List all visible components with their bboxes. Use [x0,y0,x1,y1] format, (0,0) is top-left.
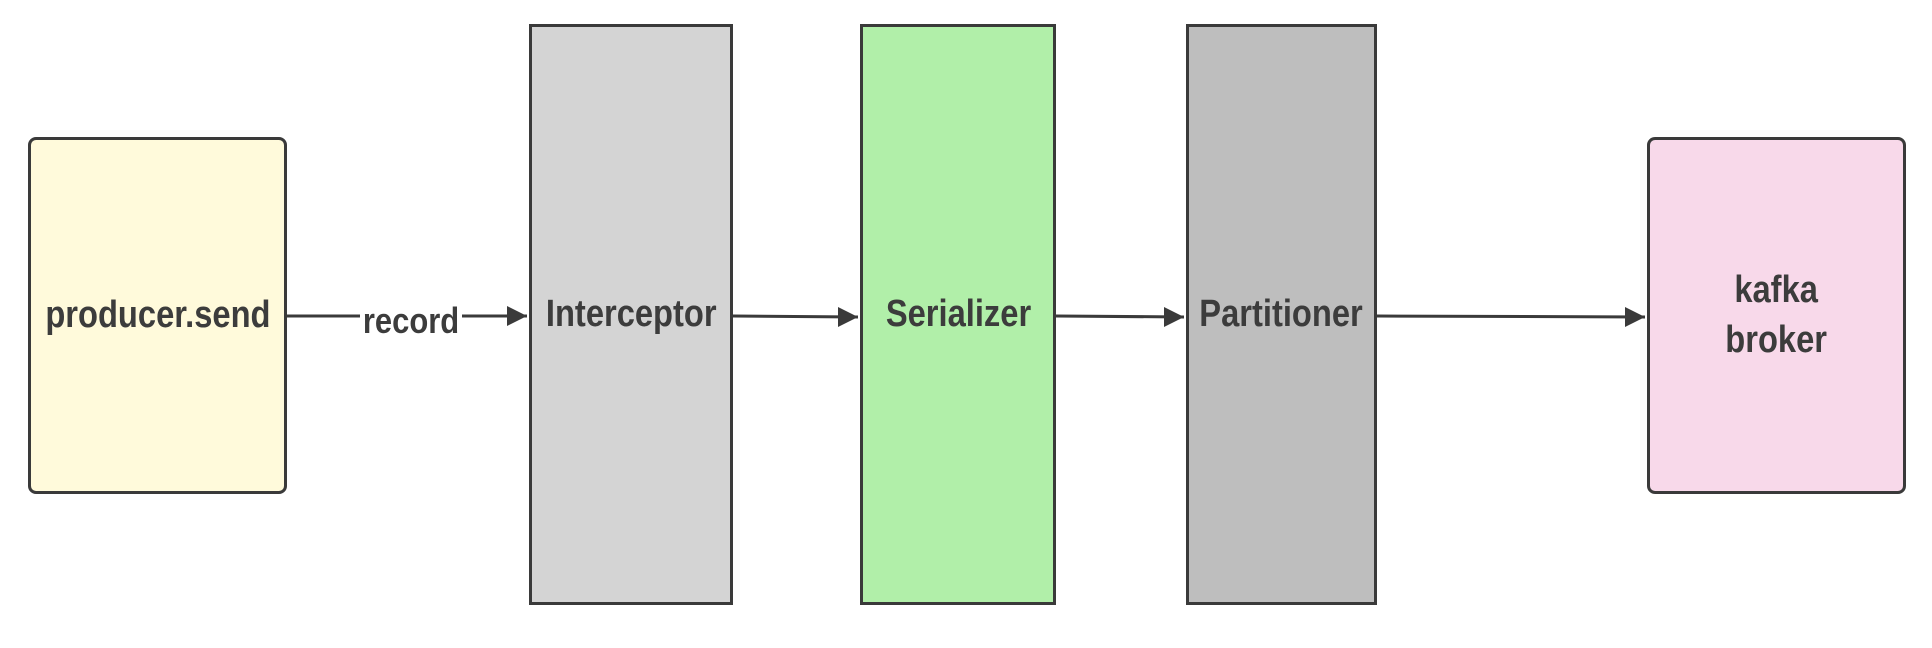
edge-interceptor-to-serializer [732,314,859,319]
edge-serializer-to-partitioner [1055,314,1185,319]
partitioner-label: Partitioner [1199,292,1364,335]
arrowhead-interceptor [507,306,527,326]
interceptor-label: Interceptor [545,292,717,335]
producer-send-label: producer.send [44,293,271,336]
edge-label-record-text: record [362,300,460,341]
producer-send-node: producer.send [28,137,287,494]
interceptor-node: Interceptor [529,24,733,605]
kafka-broker-node: kafka broker [1647,137,1906,494]
arrowhead-serializer [838,307,858,327]
edge-partitioner-to-broker [1376,314,1646,319]
serializer-node: Serializer [860,24,1056,605]
edge-label-record: record [360,298,462,344]
arrowhead-partitioner [1164,307,1184,327]
arrowhead-broker [1625,307,1645,327]
kafka-broker-label: kafka broker [1725,269,1828,361]
partitioner-node: Partitioner [1186,24,1377,605]
serializer-label: Serializer [885,292,1031,335]
